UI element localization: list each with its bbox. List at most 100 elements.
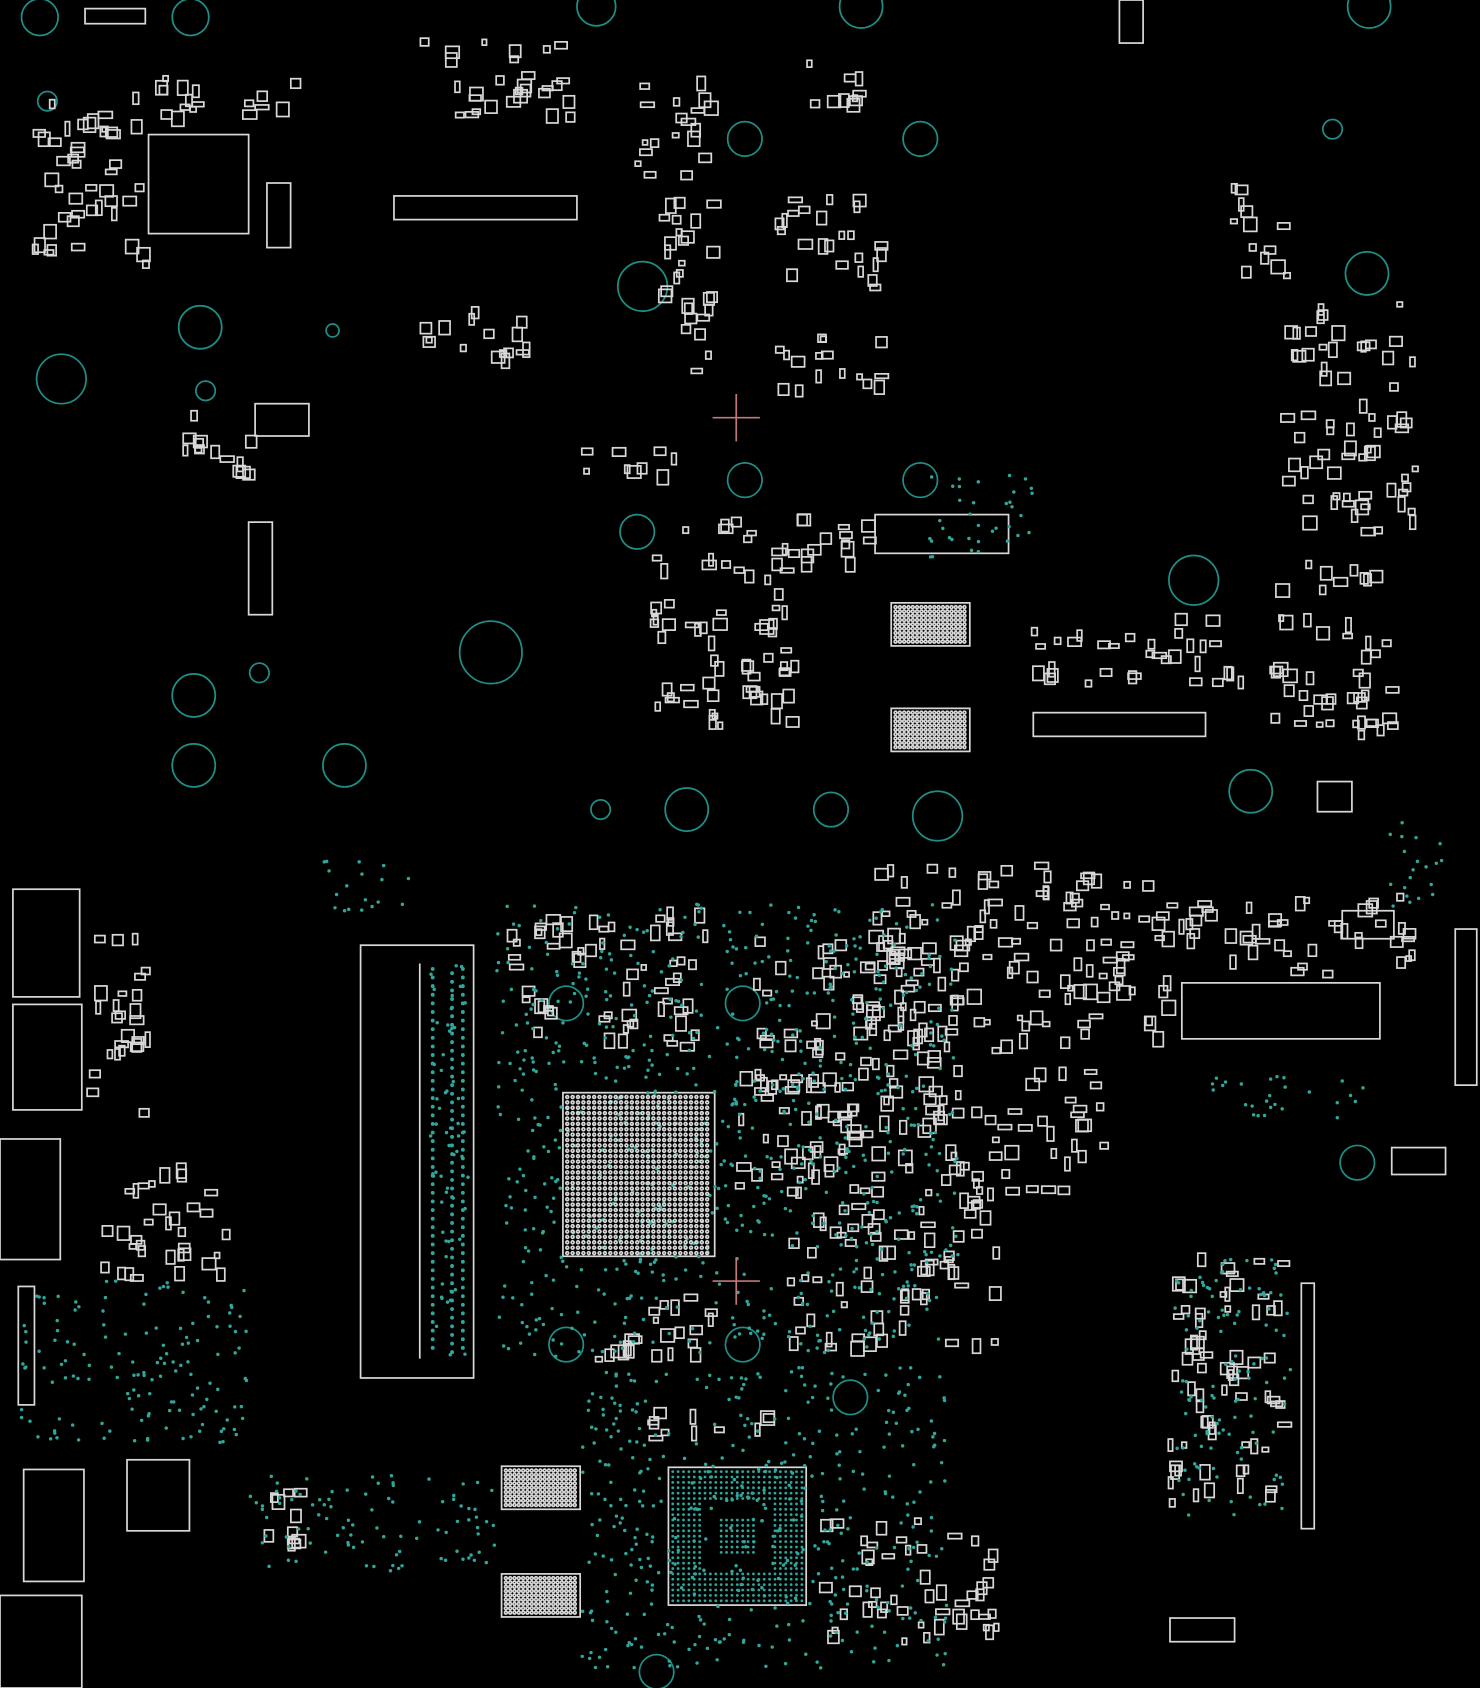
cpu-ball: [688, 1234, 694, 1240]
smd-component: [514, 86, 524, 96]
via-pad: [854, 1258, 859, 1263]
connector-right-lower[interactable]: [1180, 982, 1381, 1040]
smd-component: [114, 1048, 121, 1061]
smd-component: [927, 1003, 942, 1013]
via-pad: [884, 1373, 888, 1377]
smd-component: [754, 1087, 767, 1096]
connector-right[interactable]: [1032, 711, 1207, 738]
via-pad: [727, 1632, 732, 1637]
cpu-bga[interactable]: [562, 1091, 716, 1258]
cpu-ball: [667, 1202, 672, 1207]
smd-component: [1220, 1262, 1236, 1275]
connector-top-center[interactable]: [393, 195, 578, 221]
smd-component: [48, 98, 56, 110]
cpu-ball: [704, 1186, 710, 1191]
cpu-ball: [688, 1116, 694, 1121]
cpu-ball: [618, 1127, 624, 1132]
usb-port-1[interactable]: [12, 888, 81, 998]
ram-chip-3[interactable]: [500, 1465, 582, 1511]
smd-component: [1294, 896, 1306, 912]
smd-component: [1365, 718, 1377, 727]
hdmi-port[interactable]: [0, 1138, 62, 1261]
usb-port-2[interactable]: [12, 1003, 83, 1111]
memory-ball: [520, 1584, 526, 1590]
cpu-ball: [656, 1218, 661, 1224]
via-pad: [804, 1186, 808, 1191]
cpu-ball: [694, 1148, 699, 1154]
via-pad: [918, 1198, 923, 1202]
memory-ball: [546, 1575, 552, 1581]
via-pad: [1340, 1079, 1344, 1083]
via-pad: [788, 1209, 793, 1213]
cpu-ball: [570, 1137, 575, 1143]
via-pad: [932, 1444, 936, 1449]
memory-ball: [503, 1498, 509, 1503]
memory-ball: [525, 1498, 530, 1503]
cpu-ball: [597, 1250, 602, 1256]
memory-ball: [550, 1588, 556, 1594]
pch-bga[interactable]: [667, 1466, 808, 1606]
via-pad: [858, 935, 862, 939]
header-strip-left[interactable]: [17, 1285, 36, 1406]
cpu-ball: [564, 1100, 570, 1105]
smd-component: [653, 446, 667, 457]
memory-chip-2[interactable]: [890, 707, 971, 753]
smd-component: [675, 269, 684, 278]
memory-ball: [901, 744, 907, 750]
smd-component: [796, 513, 808, 527]
chip-audio[interactable]: [126, 1458, 191, 1532]
memory-ball: [940, 639, 946, 644]
smd-component: [1276, 222, 1291, 231]
cpu-ball: [683, 1234, 688, 1240]
dimm-pin: [460, 1035, 465, 1040]
via-pad: [590, 1392, 595, 1396]
via-pad: [900, 1584, 905, 1588]
lan-port[interactable]: [0, 1594, 83, 1688]
pch-ball: [789, 1594, 793, 1597]
audio-port[interactable]: [22, 1468, 85, 1583]
pch-ball: [746, 1545, 750, 1549]
mounting-hole: [1228, 768, 1274, 814]
via-pad: [929, 1480, 933, 1484]
ic-chip-top-left[interactable]: [147, 133, 250, 235]
smd-component: [963, 1209, 977, 1219]
cpu-ball: [564, 1223, 570, 1229]
memory-ball: [893, 609, 898, 614]
via-pad: [679, 978, 683, 982]
via-pad: [612, 1334, 617, 1339]
smd-component: [1224, 1305, 1232, 1313]
cpu-ball: [634, 1196, 640, 1202]
via-pad: [892, 942, 897, 947]
dimm-slot[interactable]: [359, 944, 475, 1379]
via-pad: [927, 1298, 932, 1303]
cpu-ball: [640, 1116, 645, 1121]
pch-ball: [784, 1588, 788, 1592]
via-pad: [622, 1528, 627, 1533]
header-strip-right[interactable]: [1300, 1282, 1316, 1530]
via-pad: [467, 1518, 471, 1522]
via-pad: [73, 1308, 77, 1312]
pch-ball: [795, 1480, 798, 1484]
via-pad: [905, 1280, 909, 1284]
connector-mid[interactable]: [874, 513, 1010, 555]
memory-chip-1[interactable]: [890, 601, 971, 647]
smd-component: [741, 660, 755, 672]
via-pad: [834, 1118, 838, 1122]
smd-component: [1197, 900, 1213, 908]
edge-connector-right[interactable]: [1454, 928, 1478, 1087]
smd-component: [667, 1347, 674, 1362]
via-pad: [950, 1110, 955, 1115]
via-pad: [740, 1387, 744, 1391]
smd-component: [777, 382, 790, 397]
smd-component: [843, 73, 857, 83]
cpu-ball: [564, 1180, 570, 1186]
pch-ball: [725, 1577, 728, 1581]
ram-chip-4[interactable]: [500, 1573, 582, 1618]
pch-ball: [687, 1540, 691, 1543]
cpu-ball: [661, 1105, 667, 1111]
via-pad: [790, 989, 795, 993]
cpu-ball: [640, 1202, 645, 1207]
via-pad: [764, 1463, 768, 1468]
pch-ball: [795, 1513, 798, 1517]
